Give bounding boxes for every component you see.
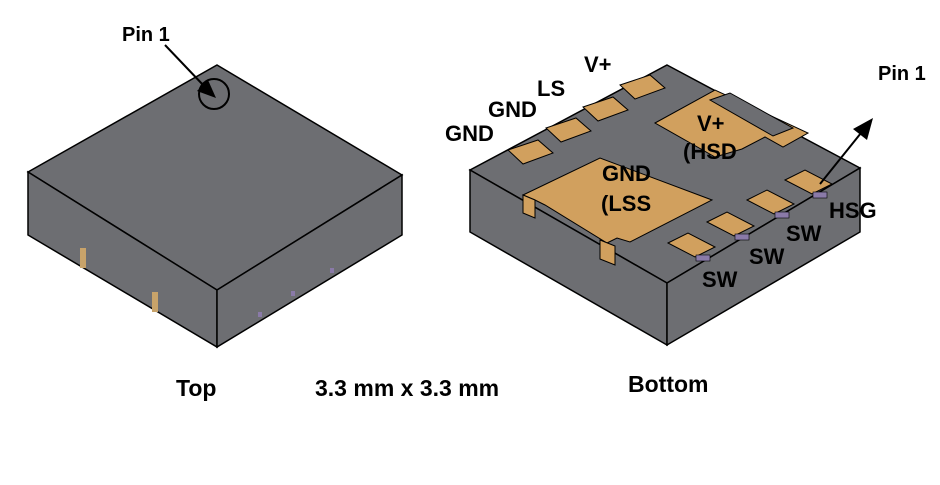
pin-stub bbox=[695, 254, 711, 262]
label-sw-1: SW bbox=[786, 221, 822, 246]
label-hsg: HSG bbox=[829, 198, 877, 223]
pad-sw-3 bbox=[666, 232, 717, 258]
pin-stub bbox=[812, 191, 828, 199]
top-view-pin1-arrow bbox=[164, 44, 216, 98]
pin-stub bbox=[734, 233, 750, 241]
bottom-view-pin1-arrow bbox=[819, 118, 873, 185]
pin-stub bbox=[774, 211, 790, 219]
pad-gnd-1 bbox=[545, 117, 592, 143]
label-lss-line1: GND bbox=[602, 161, 651, 186]
pad-lss bbox=[521, 157, 714, 244]
top-view-pin-stub bbox=[258, 312, 262, 317]
pad-hsg bbox=[783, 169, 834, 195]
pad-sw-2 bbox=[705, 211, 756, 237]
pad-lss-tab-left bbox=[522, 194, 536, 219]
top-view-pin-stub bbox=[152, 292, 158, 312]
label-v-plus: V+ bbox=[584, 52, 612, 77]
label-gnd-2: GND bbox=[445, 121, 494, 146]
top-view-pin-stub bbox=[291, 291, 295, 296]
pad-sw-1 bbox=[745, 189, 796, 215]
top-view-right-side bbox=[216, 173, 403, 349]
pad-ls bbox=[582, 96, 629, 122]
pad-v-plus bbox=[619, 74, 666, 100]
top-view-pin-stub bbox=[330, 268, 334, 273]
bottom-view-pin1-label: Pin 1 bbox=[878, 63, 926, 85]
label-sw-2: SW bbox=[749, 244, 785, 269]
top-view-pin-stub bbox=[80, 248, 86, 268]
label-hsd-line1: V+ bbox=[697, 111, 725, 136]
top-view-pin1-label: Pin 1 bbox=[122, 24, 170, 46]
top-view-caption: Top bbox=[176, 375, 216, 401]
label-hsd-line2: (HSD bbox=[683, 139, 737, 164]
label-gnd-1: GND bbox=[488, 97, 537, 122]
bottom-view-pads bbox=[507, 74, 834, 266]
pad-hsd-notch bbox=[708, 92, 795, 137]
label-lss-line2: (LSS bbox=[601, 191, 651, 216]
pad-gnd-2 bbox=[507, 139, 554, 165]
pad-lss-tab-bottom bbox=[599, 239, 616, 266]
bottom-view-caption: Bottom bbox=[628, 371, 708, 397]
dimensions-label: 3.3 mm x 3.3 mm bbox=[315, 375, 499, 401]
bottom-view-right-side bbox=[666, 166, 861, 347]
label-ls: LS bbox=[537, 76, 565, 101]
pin1-marker-circle bbox=[198, 78, 230, 110]
label-sw-3: SW bbox=[702, 267, 738, 292]
top-view-package bbox=[26, 64, 404, 349]
